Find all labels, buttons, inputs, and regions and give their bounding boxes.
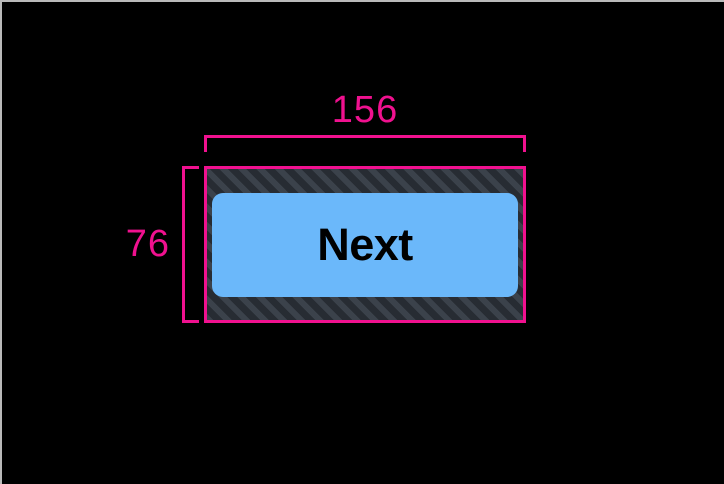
measured-element: Next bbox=[204, 166, 526, 323]
next-button-label: Next bbox=[317, 219, 413, 270]
next-button-face[interactable]: Next bbox=[212, 192, 518, 297]
width-dimension-bracket bbox=[204, 135, 526, 152]
height-dimension-bracket bbox=[182, 166, 199, 323]
width-dimension-label: 156 bbox=[331, 89, 399, 131]
height-dimension-label: 76 bbox=[125, 223, 170, 265]
next-button[interactable]: Next bbox=[206, 168, 524, 321]
